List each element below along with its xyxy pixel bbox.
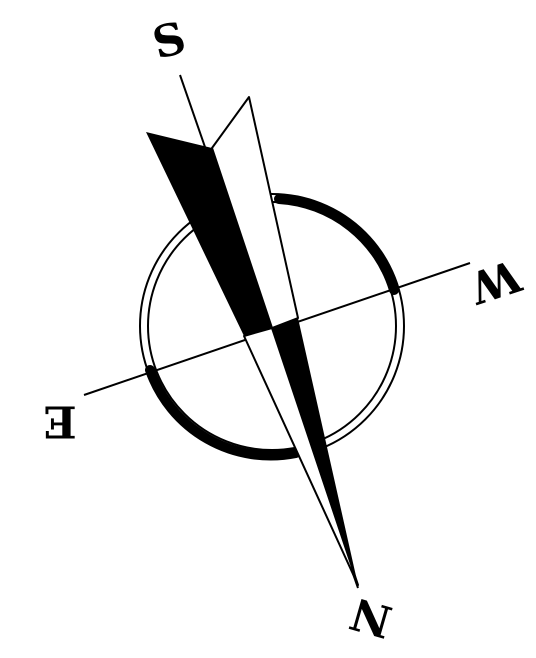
south-label: S — [148, 13, 191, 70]
west-label: W — [463, 249, 527, 313]
east-label: E — [43, 396, 77, 447]
north-label: N — [345, 587, 398, 647]
